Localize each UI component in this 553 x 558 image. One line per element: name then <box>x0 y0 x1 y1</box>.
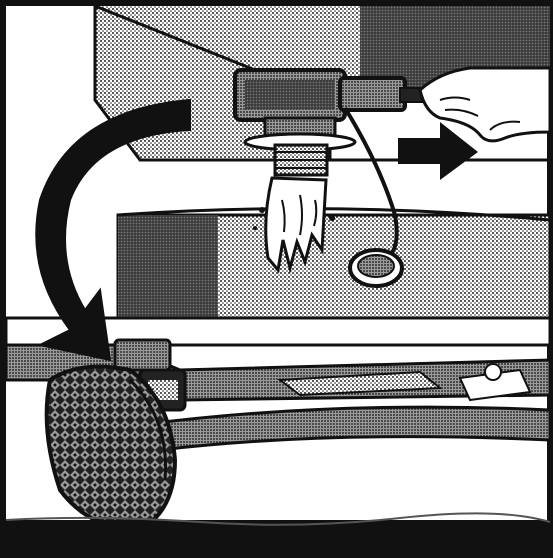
holding-tank <box>118 209 550 330</box>
